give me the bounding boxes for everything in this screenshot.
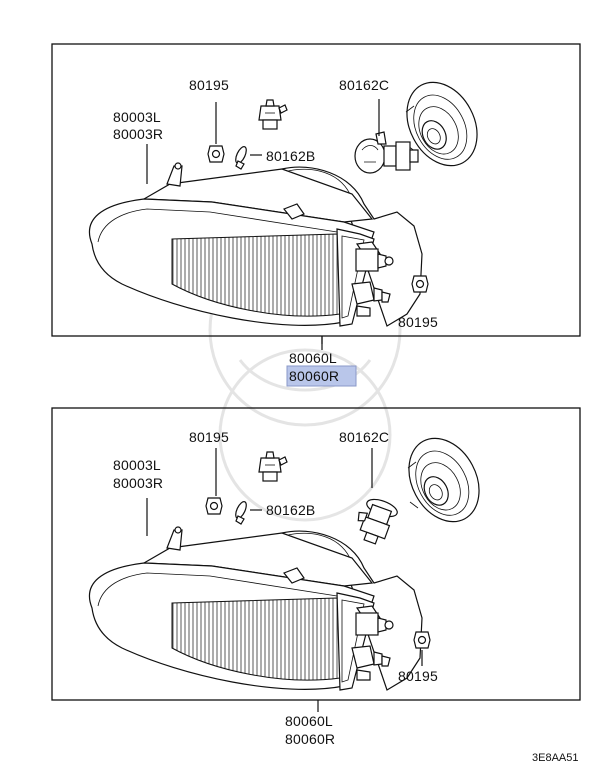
label-80060l-top: 80060L	[289, 350, 337, 366]
label-80003l: 80003L	[113, 457, 161, 473]
headlamp-assembly	[88, 526, 423, 691]
grommet-top	[205, 497, 223, 515]
label-80003r: 80003R	[113, 126, 163, 142]
label-80162b: 80162B	[266, 148, 315, 164]
label-80162c: 80162C	[339, 429, 389, 445]
label-80060l-bottom: 80060L	[285, 713, 333, 729]
panel-bottom: 80195 80162C 80003L 80003R 80162B 80195	[51, 407, 581, 701]
panel-top: 80195 80162C 80003L 80003R 80162B 80195	[51, 43, 581, 344]
grommet-right	[411, 275, 429, 293]
bulb-socket	[258, 451, 288, 482]
dust-cap	[394, 425, 494, 535]
label-80195-right: 80195	[398, 314, 438, 330]
label-80195-right: 80195	[398, 668, 438, 684]
label-80003r: 80003R	[113, 475, 163, 491]
grommet-right	[413, 631, 431, 649]
wedge-bulb	[232, 499, 250, 525]
panel-frame	[51, 43, 581, 337]
headlamp-bulb	[354, 131, 419, 174]
label-80003l: 80003L	[113, 109, 161, 125]
diagram-ref-code: 3E8AA51	[532, 752, 578, 764]
highlight-box	[286, 365, 357, 387]
headlamp-bulb	[357, 498, 398, 545]
headlamp-assembly	[88, 162, 423, 327]
wedge-bulb	[232, 144, 250, 170]
label-80162b: 80162B	[266, 502, 315, 518]
label-80195-top: 80195	[189, 429, 229, 445]
label-80195-top: 80195	[189, 77, 229, 93]
label-80162c: 80162C	[339, 77, 389, 93]
label-80060r-bottom: 80060R	[285, 731, 335, 747]
bulb-socket	[258, 99, 288, 130]
label-80060r-top-highlighted[interactable]: 80060R	[289, 368, 339, 384]
grommet-top	[207, 145, 225, 163]
panel-frame	[51, 407, 581, 701]
